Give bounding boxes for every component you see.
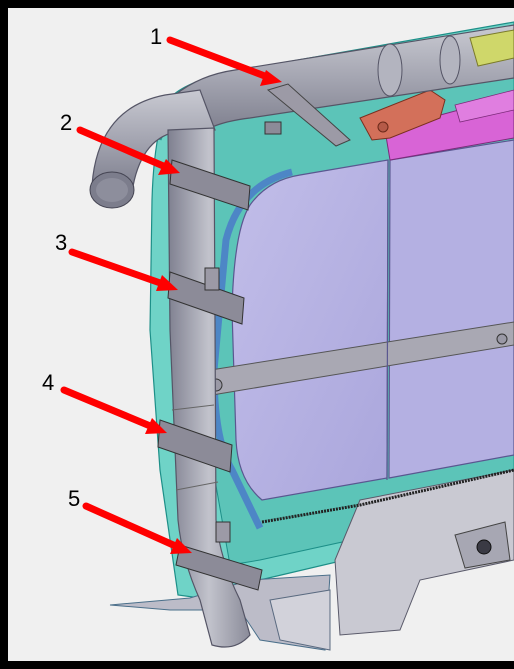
- lower-housing: [334, 469, 514, 636]
- strap-5: [175, 544, 263, 591]
- tube-seam: [171, 404, 215, 411]
- strap-tab-a: [264, 121, 282, 135]
- tube-joint-2: [439, 35, 461, 85]
- tube-end-inner: [96, 178, 128, 202]
- callout-arrows: [60, 36, 274, 552]
- strap-tab-b: [204, 267, 220, 291]
- strap-tab-c: [215, 521, 231, 543]
- callout-label-3: 3: [55, 230, 68, 255]
- yellow-clip: [469, 29, 514, 67]
- window-panel-right: [388, 139, 514, 479]
- bracket-bolt: [377, 121, 389, 133]
- tube-seam-2: [175, 481, 219, 491]
- arrow-2: [76, 126, 172, 172]
- strap-4: [157, 419, 233, 473]
- tube-joint: [377, 43, 403, 97]
- strap-1: [266, 83, 351, 147]
- arrow-3: [68, 248, 170, 289]
- strap-2: [169, 159, 251, 211]
- window-panel-left: [231, 159, 389, 501]
- callout-label-5: 5: [68, 486, 81, 511]
- arrowhead-5: [170, 538, 192, 554]
- arrowhead-3: [156, 275, 178, 291]
- panel-divider: [386, 159, 389, 481]
- arrowhead-4: [145, 418, 167, 434]
- strap-bolt-right: [496, 333, 508, 345]
- callout-arrowheads: [145, 70, 282, 554]
- magenta-part-2: [454, 89, 514, 123]
- seal-line: [261, 468, 514, 524]
- arrowhead-1: [260, 70, 282, 86]
- arrowhead-2: [158, 159, 180, 175]
- callout-label-2: 2: [60, 110, 73, 135]
- arrow-5: [82, 502, 184, 552]
- latch-knob: [476, 539, 492, 555]
- arrow-4: [60, 386, 159, 432]
- callout-label-4: 4: [42, 370, 55, 395]
- lower-fin: [269, 589, 331, 651]
- callout-label-1: 1: [150, 24, 163, 49]
- arrow-1: [166, 36, 274, 82]
